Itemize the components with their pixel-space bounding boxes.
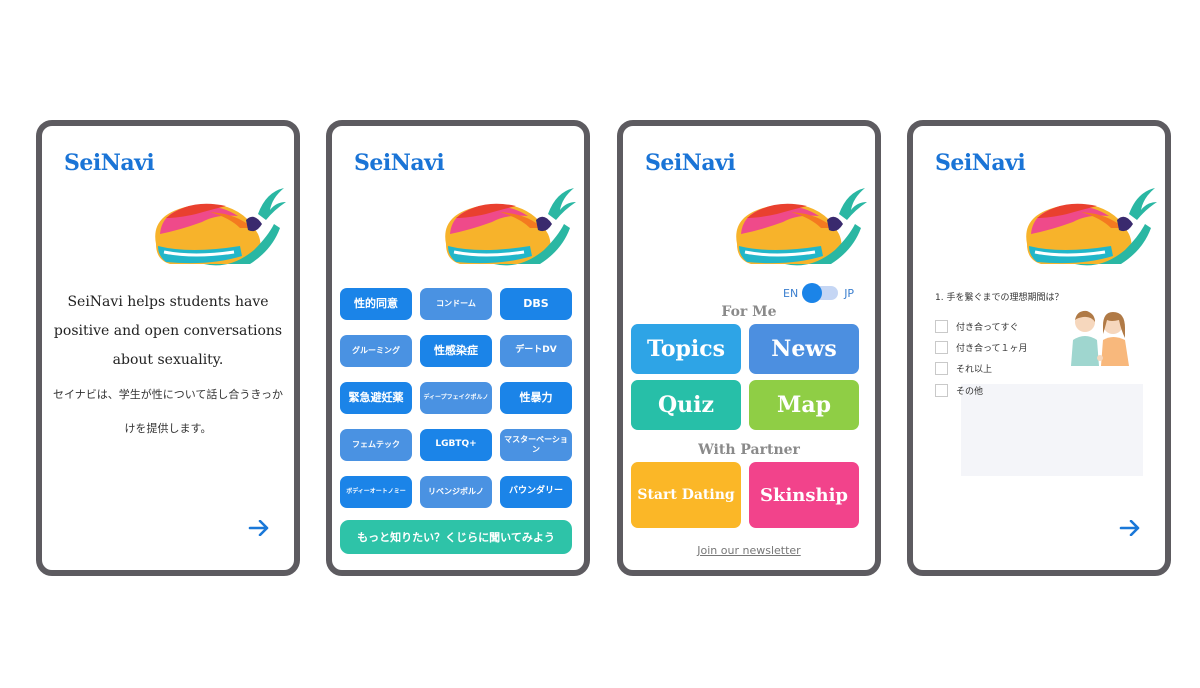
topic-button[interactable]: 性暴力: [500, 382, 572, 414]
start-dating-button[interactable]: Start Dating: [631, 462, 741, 528]
phone-screen-topics: SeiNavi 性的同意 コンドーム DBS グルーミング 性感染症 デートDV…: [326, 120, 590, 576]
language-toggle[interactable]: [802, 283, 839, 303]
topic-button[interactable]: フェムテック: [340, 429, 412, 461]
news-button[interactable]: News: [749, 324, 859, 374]
other-text-area[interactable]: [961, 384, 1143, 476]
topic-button[interactable]: ディープフェイクポルノ: [420, 382, 492, 414]
topic-button[interactable]: 緊急避妊薬: [340, 382, 412, 414]
topic-button[interactable]: 性感染症: [420, 335, 492, 367]
app-logo-text: SeiNavi: [645, 150, 736, 176]
topic-button[interactable]: LGBTQ+: [420, 429, 492, 461]
option-label: その他: [956, 387, 984, 397]
topic-button[interactable]: マスターベーション: [500, 429, 572, 461]
app-logo-text: SeiNavi: [354, 150, 445, 176]
option-label: 付き合って１ヶ月: [956, 344, 1028, 354]
intro-text-en: SeiNavi helps students have positive and…: [53, 294, 283, 368]
phone-screen-quiz: SeiNavi 1. 手を繋ぐまでの理想期間は？ 付き合ってすぐ 付き合って１ヶ…: [907, 120, 1171, 576]
topic-button[interactable]: ボディーオートノミー: [340, 476, 412, 508]
checkbox[interactable]: [935, 320, 948, 333]
answer-option[interactable]: 付き合って１ヶ月: [935, 341, 1028, 354]
ask-whale-button[interactable]: もっと知りたい？くじらに聞いてみよう: [340, 520, 572, 554]
topic-button[interactable]: バウンダリー: [500, 476, 572, 508]
option-label: 付き合ってすぐ: [956, 323, 1019, 333]
answer-option[interactable]: それ以上: [935, 362, 992, 375]
app-logo-text: SeiNavi: [935, 150, 1026, 176]
toggle-knob: [802, 283, 823, 303]
app-logo-text: SeiNavi: [64, 150, 155, 176]
topic-button[interactable]: デートDV: [500, 335, 572, 367]
arrow-right-icon[interactable]: [248, 520, 270, 536]
phone-screen-intro: SeiNavi SeiNavi helps students have posi…: [36, 120, 300, 576]
checkbox[interactable]: [935, 384, 948, 397]
checkbox[interactable]: [935, 341, 948, 354]
topic-button[interactable]: グルーミング: [340, 335, 412, 367]
lang-en-label: EN: [783, 286, 799, 300]
whale-logo-icon: [734, 186, 867, 266]
quiz-button[interactable]: Quiz: [631, 380, 741, 430]
whale-logo-icon: [1024, 186, 1157, 266]
quiz-question: 1. 手を繋ぐまでの理想期間は？: [935, 293, 1064, 303]
whale-logo-icon: [443, 186, 576, 266]
answer-option[interactable]: 付き合ってすぐ: [935, 320, 1019, 333]
section-with-partner: With Partner: [698, 442, 800, 458]
section-for-me: For Me: [721, 304, 777, 320]
language-switch: EN JP: [783, 283, 855, 303]
arrow-right-icon[interactable]: [1119, 520, 1141, 536]
topic-button[interactable]: リベンジポルノ: [420, 476, 492, 508]
skinship-button[interactable]: Skinship: [749, 462, 859, 528]
intro-text-jp: セイナビは、学生が性について話し合うきっかけを提供します。: [52, 388, 283, 435]
map-button[interactable]: Map: [749, 380, 859, 430]
newsletter-link[interactable]: Join our newsletter: [697, 544, 801, 557]
couple-illustration-icon: [1071, 310, 1129, 366]
option-label: それ以上: [956, 365, 993, 375]
topic-button[interactable]: 性的同意: [340, 288, 412, 320]
topic-button[interactable]: DBS: [500, 288, 572, 320]
answer-option[interactable]: その他: [935, 384, 983, 397]
whale-logo-icon: [153, 186, 286, 266]
topic-button[interactable]: コンドーム: [420, 288, 492, 320]
topics-button[interactable]: Topics: [631, 324, 741, 374]
phone-screen-menu: SeiNavi EN JP For Me Topics News Quiz Ma…: [617, 120, 881, 576]
lang-jp-label: JP: [844, 286, 855, 300]
checkbox[interactable]: [935, 362, 948, 375]
